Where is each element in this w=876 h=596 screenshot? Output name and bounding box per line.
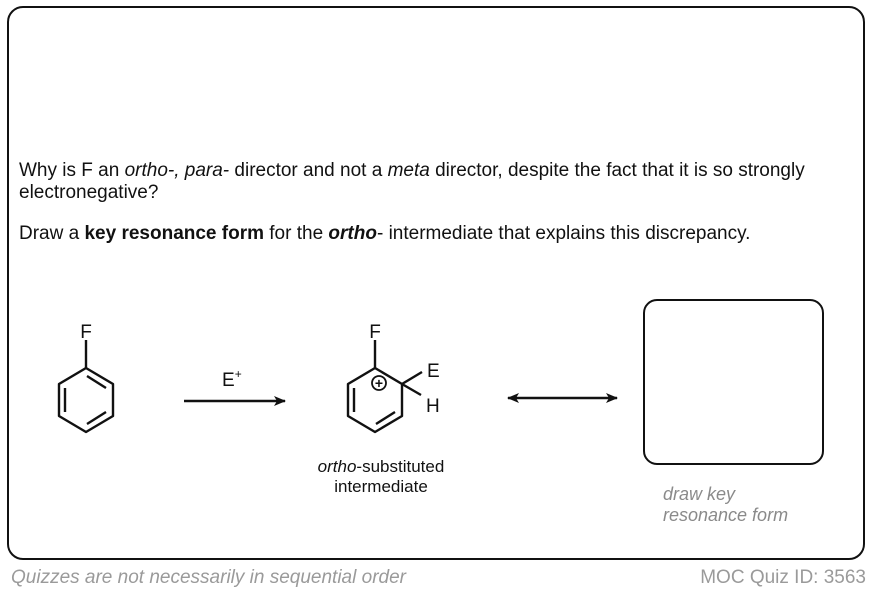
fluorine-atom: F xyxy=(369,322,381,343)
label-ortho: ortho xyxy=(317,457,357,476)
q1-text: director, despite the fact that it is so… xyxy=(19,160,805,203)
instruction-text: Draw a key resonance form for the ortho-… xyxy=(19,223,779,245)
label-line2: intermediate xyxy=(334,477,428,496)
quiz-id: MOC Quiz ID: 3563 xyxy=(700,567,866,588)
double-bond xyxy=(86,410,107,426)
plus-charge: + xyxy=(375,375,383,391)
q1-text: Why is F an xyxy=(19,160,125,181)
footer-note: Quizzes are not necessarily in sequentia… xyxy=(11,567,406,588)
double-bond xyxy=(86,374,107,390)
q2-ortho: ortho xyxy=(328,223,377,244)
q1-meta: meta xyxy=(387,160,430,181)
fluorobenzene xyxy=(57,340,115,434)
plus-charge-circle xyxy=(371,375,387,391)
q2-text: for the xyxy=(264,223,329,244)
hint-line1: draw key xyxy=(663,484,736,504)
q2-text: - intermediate that explains this discre… xyxy=(376,223,751,244)
q1-ortho-para: ortho-, para- xyxy=(124,160,230,181)
question-text: Why is F an ortho-, para- director and n… xyxy=(19,160,819,204)
fluorine-atom: F xyxy=(80,322,92,343)
hint-line2: resonance form xyxy=(663,505,789,525)
double-bond xyxy=(375,410,396,426)
h-atom: H xyxy=(426,396,440,417)
e-substituent: E xyxy=(427,361,440,382)
q2-text: Draw a xyxy=(19,223,85,244)
answer-hint: draw key resonance form xyxy=(663,484,788,526)
q2-key-resonance: key resonance form xyxy=(84,223,264,244)
label-rest: -substituted xyxy=(356,457,445,476)
q1-text: director and not a xyxy=(229,160,388,181)
c-h-bond xyxy=(401,382,422,397)
arenium-intermediate xyxy=(346,340,423,434)
quiz-frame xyxy=(7,6,865,560)
intermediate-label: ortho-substituted intermediate xyxy=(296,457,466,497)
benzene-ring xyxy=(57,366,115,434)
c-e-bond xyxy=(401,370,423,386)
electrophile-label: E+ xyxy=(222,367,242,391)
answer-box[interactable] xyxy=(643,299,824,465)
